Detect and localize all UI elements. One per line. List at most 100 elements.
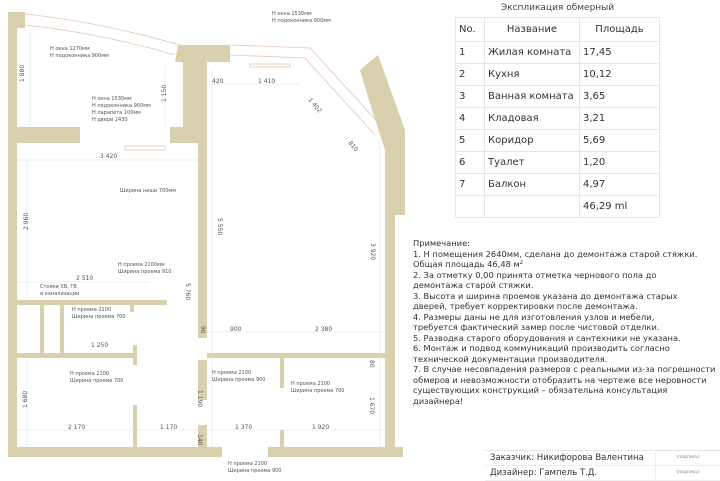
walls [8,12,405,457]
note-line: 1. Н помещения 2640мм, сделана до демонт… [413,248,698,259]
row-name: Ванная комната [484,85,580,108]
note-line: 5. Разводка старого оборудования и санте… [413,332,681,343]
annotation-text: Н парапета 100мм [92,110,141,116]
annotation-text: Ширина проема 700 [70,378,124,384]
row-area: 4,97 [579,173,660,196]
note-line: технической документации производителя. [413,353,608,364]
explication-caption: Экспликация обмерный [500,3,615,13]
empty-cell [484,195,580,218]
row-area: 5,69 [579,129,660,152]
annotation-text: Ширина проема 700 [72,314,126,320]
annotation-text: Н окна 1270мм [50,46,90,52]
dimension-label: 80 [368,360,375,368]
note-line: 4. Размеры даны не для изготовления узло… [413,311,655,322]
dimension-label: 1 920 [312,424,329,431]
dimension-label: 2 380 [315,326,332,333]
note-line: дверей, требует корректировки после демо… [413,301,638,311]
dimension-label: 1 250 [91,342,108,349]
annotation-text: Н проема 2100 [212,370,251,376]
dimension-label: 900 [230,326,242,333]
annotation-text: Стояки ХВ, ГВ [40,284,77,290]
dimension-label: 1 402 [306,97,323,115]
total-area: 46,29 ml [579,195,660,218]
row-area: 1,20 [579,151,660,174]
dimension-label: 2 510 [76,275,93,282]
dimension-label: 3 420 [100,153,117,160]
note-line: требуется фактический замер после чистов… [413,322,660,332]
annotation-text: Н проема 2100 [72,307,111,313]
plan-annotations: Н окна 1270мм Н подоконника 900мм Н окна… [40,11,345,474]
row-name: Туалет [484,151,580,174]
row-area: 10,12 [579,63,660,86]
window-lines [24,13,386,151]
annotation-text: Н проема 2100 [291,381,330,387]
dimension-label: 1 150 [161,85,168,102]
annotation-text: Ширина проема 900 [228,468,282,474]
title-block: Заказчик: Никифорова Валентина (подпись)… [485,450,720,481]
row-no: 7 [455,173,485,196]
row-area: 3,65 [579,85,660,108]
annotation-text: Н подоконника 900мм [92,103,151,109]
annotation-text: Н подоконника 900мм [272,18,331,24]
dimension-label: 810 [346,140,359,153]
table-total-row: 46,29 ml [455,195,660,218]
dimension-label: 1 370 [235,424,252,431]
designer-row: Дизайнер: Гампель Т.Д. (подпись) [485,466,720,481]
header-area: Площадь [579,17,660,42]
dimension-label: 1 680 [22,391,29,408]
dimension-label: 5 760 [184,283,191,300]
dimension-label: 1 170 [160,424,177,431]
floor-plan: Н окна 1270мм Н подоконника 900мм Н окна… [8,11,405,474]
notes: Примечание: 1. Н помещения 2640мм, сдела… [413,238,718,406]
annotation-text: Н окна 1530мм [272,11,312,17]
row-name: Коридор [484,129,580,152]
annotation-text: Ширина проема 910 [118,269,172,275]
dimension-label: 5 550 [216,218,223,235]
row-name: Жилая комната [484,41,580,64]
row-area: 3,21 [579,107,660,130]
note-line: существующих конструкций – обязательна к… [413,385,668,406]
note-line: демонтажа старой стяжки. [413,280,534,290]
annotation-text: Н подоконника 900мм [50,53,109,59]
dimension-label: 3 920 [369,243,376,260]
signature-placeholder: (подпись) [676,470,700,475]
dimension-label: 420 [212,78,224,85]
dimension-labels: 1 880 1 150 420 1 410 1 402 810 3 420 2 … [19,65,376,446]
customer-row: Заказчик: Никифорова Валентина (подпись) [485,451,720,466]
row-name: Кухня [484,63,580,86]
notes-title: Примечание: [413,238,470,248]
annotation-text: Н двери 2430 [92,117,128,123]
explication-table: Экспликация обмерный No. Название Площад… [455,0,660,218]
note-line: 3. Высота и ширина проемов указана до де… [413,290,678,301]
customer-label: Заказчик: Никифорова Валентина [485,451,656,465]
signature-placeholder: (подпись) [676,455,700,460]
note-line: обмеров и невозможности отобразить на че… [413,374,707,385]
annotation-text: Н окна 1530мм [92,96,132,102]
note-line: Общая площадь 46,48 м² [413,259,524,269]
dimension-label: 1 410 [258,78,275,85]
annotation-text: и канализации [40,291,79,297]
table-header: No. Название Площадь [455,17,660,42]
dimension-label: 2 170 [68,424,85,431]
annotation-text: Ширина проема 700 [291,388,345,394]
row-no: 4 [455,107,485,130]
annotation-text: Н проема 2100 [228,461,267,467]
annotation-text: Н проема 2100 [70,371,109,377]
dimension-label: 90 [199,326,206,334]
annotation-text: Ширина проема 900 [212,377,266,383]
note-line: 7. В случае несовпадения размеров с реал… [413,364,716,374]
note-line: 2. За отметку 0,00 принята отметка черно… [413,269,657,280]
dimension-label: 1 670 [368,397,375,414]
dimension-label: 2 960 [23,213,30,230]
row-no: 3 [455,85,485,108]
dimension-label: 1 880 [19,65,26,82]
annotation-text: Ширина ниши 700мм [120,188,176,194]
row-no: 6 [455,151,485,174]
designer-label: Дизайнер: Гампель Т.Д. [485,466,656,480]
